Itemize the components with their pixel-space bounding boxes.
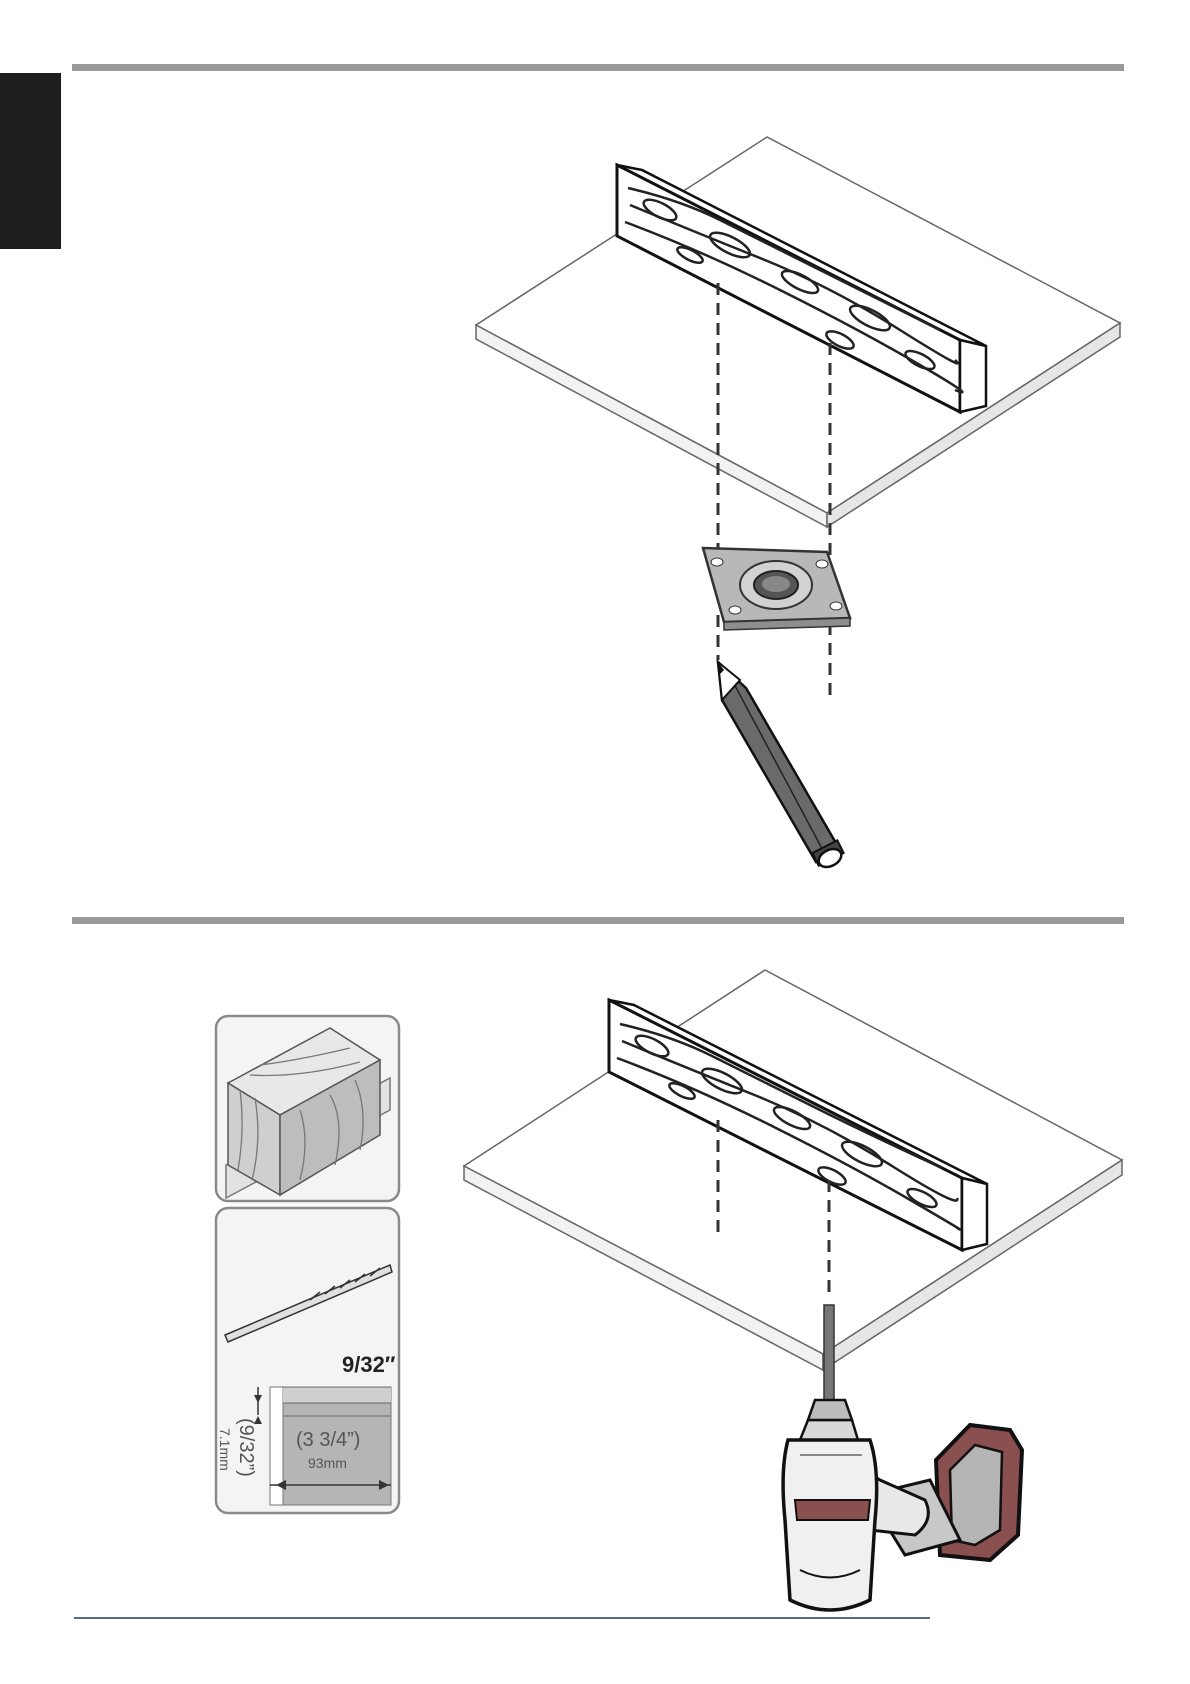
drill-bit-shaft	[824, 1305, 834, 1415]
step2-illustration: 9/32″ (3 3/4”) 93mm (9/32”) 7.1mm	[216, 970, 1122, 1610]
depth-imperial-label: (3 3/4”)	[296, 1429, 360, 1451]
depth-metric-label: 93mm	[308, 1455, 347, 1471]
step2-board	[464, 970, 1122, 1370]
hole-imperial-label: (9/32”)	[235, 1418, 257, 1477]
pencil-icon	[718, 662, 844, 871]
drill-bit-size-label: 9/32″	[342, 1352, 396, 1377]
step1-illustration	[476, 137, 1120, 871]
hole-metric-label: 7.1mm	[217, 1428, 233, 1471]
inset-wood-block	[216, 1016, 399, 1201]
mounting-plate-icon	[703, 548, 850, 630]
inset-drill-spec: 9/32″ (3 3/4”) 93mm (9/32”) 7.1mm	[216, 1208, 399, 1513]
step1-board	[476, 137, 1120, 527]
drill-icon	[783, 1400, 1022, 1610]
